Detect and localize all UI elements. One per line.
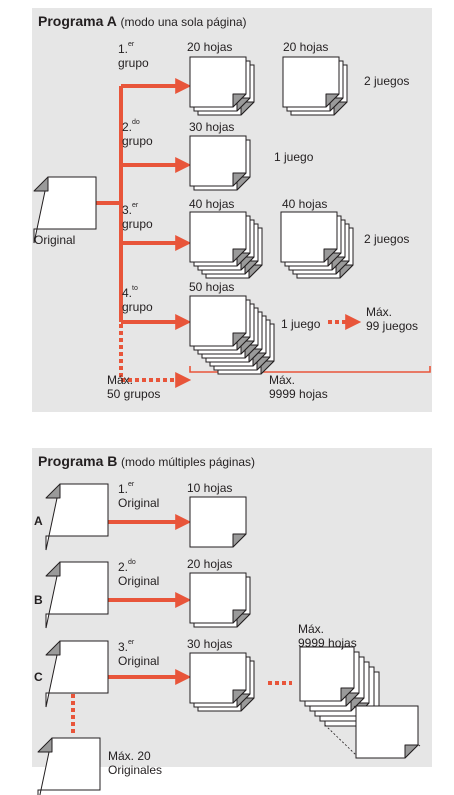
max-groups-line-2: 50 grupos	[107, 387, 161, 401]
group-4-num: 4.	[122, 286, 133, 300]
row-b-stack	[189, 572, 251, 628]
row-a-sup: er	[128, 481, 135, 488]
group-3-stack-1	[189, 211, 263, 279]
group-3-word: grupo	[122, 217, 153, 231]
row-c-sheets: 30 hojas	[187, 637, 233, 651]
row-a-original-icon	[45, 483, 109, 551]
max-originals-line-2: Originales	[108, 763, 163, 777]
group-3-sheets-2: 40 hojas	[282, 197, 328, 211]
group-3-sheets-1: 40 hojas	[189, 197, 235, 211]
max-groups-label: Máx.50 grupos	[107, 373, 160, 401]
row-a-sheets: 10 hojas	[187, 481, 233, 495]
group-1-sheets-2: 20 hojas	[283, 40, 329, 54]
program-a-title: Programa A	[38, 13, 117, 29]
group-1-word: grupo	[118, 56, 149, 70]
max-groups-line-1: Máx.	[107, 373, 134, 387]
group-2-sheets-1: 30 hojas	[189, 120, 235, 134]
row-b-num: 2.	[118, 560, 129, 574]
row-a-word: Original	[118, 496, 160, 510]
row-c-stack	[189, 652, 255, 712]
row-c-original-icon	[45, 640, 109, 708]
row-b-original-icon	[45, 561, 109, 629]
row-a-letter: A	[34, 514, 43, 528]
max-sheets-b-stack	[299, 646, 421, 759]
group-4-sheets-1: 50 hojas	[189, 280, 235, 294]
row-b-sheets: 20 hojas	[187, 557, 233, 571]
row-b-word: Original	[118, 574, 160, 588]
row-c-word: Original	[118, 654, 160, 668]
max-sheets-b-label: Máx.9999 hojas	[298, 622, 357, 650]
row-a-stack	[189, 496, 247, 548]
group-2-word: grupo	[122, 134, 153, 148]
group-4-word: grupo	[122, 300, 153, 314]
max-sheets-bracket	[189, 366, 431, 373]
max-originals-line-1: Máx. 20	[108, 749, 151, 763]
group-4-label: 4.to grupo	[122, 285, 153, 314]
group-4-stack	[189, 295, 275, 375]
group-3-num: 3.	[122, 203, 133, 217]
original-label: Original	[34, 233, 76, 247]
group-2-label: 2.do grupo	[122, 119, 153, 148]
group-3-stack-2	[280, 211, 354, 279]
row-b-letter: B	[34, 593, 43, 607]
original-doc-icon	[33, 176, 97, 244]
group-1-stack-1	[189, 56, 255, 116]
group-4-sets: 1 juego	[281, 317, 321, 331]
max-sets-line-1: Máx.	[366, 305, 393, 319]
row-c-letter: C	[34, 670, 43, 684]
group-2-num: 2.	[122, 120, 133, 134]
row-a-num: 1.	[118, 482, 129, 496]
max-sheets-a-label: Máx.9999 hojas	[269, 373, 328, 401]
max-sheets-a-line-2: 9999 hojas	[269, 387, 328, 401]
group-4-sup: to	[132, 285, 138, 292]
program-b-title: Programa B	[38, 453, 118, 469]
max-sets-label: Máx.99 juegos	[366, 305, 418, 333]
group-1-sup: er	[128, 41, 135, 48]
max-sets-line-2: 99 juegos	[366, 319, 419, 333]
max-sheets-a-line-1: Máx.	[269, 373, 296, 387]
trunk-line	[96, 86, 123, 205]
group-1-sheets-1: 20 hojas	[187, 40, 233, 54]
group-1-stack-2	[282, 56, 348, 116]
group-2-stack	[189, 135, 251, 191]
program-a-heading: Programa A (modo una sola página)	[38, 13, 247, 29]
max-sheets-b-line-2: 9999 hojas	[298, 636, 357, 650]
group-2-sup: do	[132, 119, 140, 126]
group-1-label: 1.er grupo	[118, 41, 149, 70]
group-3-label: 3.er grupo	[122, 202, 153, 231]
group-3-sets: 2 juegos	[364, 232, 410, 246]
group-2-sets: 1 juego	[274, 150, 314, 164]
group-1-sets: 2 juegos	[364, 74, 410, 88]
group-1-num: 1.	[118, 42, 129, 56]
program-b-subtitle: (modo múltiples páginas)	[120, 455, 256, 469]
max-sheets-b-line-1: Máx.	[298, 622, 325, 636]
row-c-sup: er	[128, 639, 135, 646]
group-3-sup: er	[132, 202, 139, 209]
program-a-subtitle: (modo una sola página)	[120, 15, 247, 29]
max-originals-icon	[37, 737, 101, 795]
program-b-heading: Programa B (modo múltiples páginas)	[38, 453, 255, 469]
row-b-sup: do	[128, 559, 136, 566]
row-c-num: 3.	[118, 640, 129, 654]
